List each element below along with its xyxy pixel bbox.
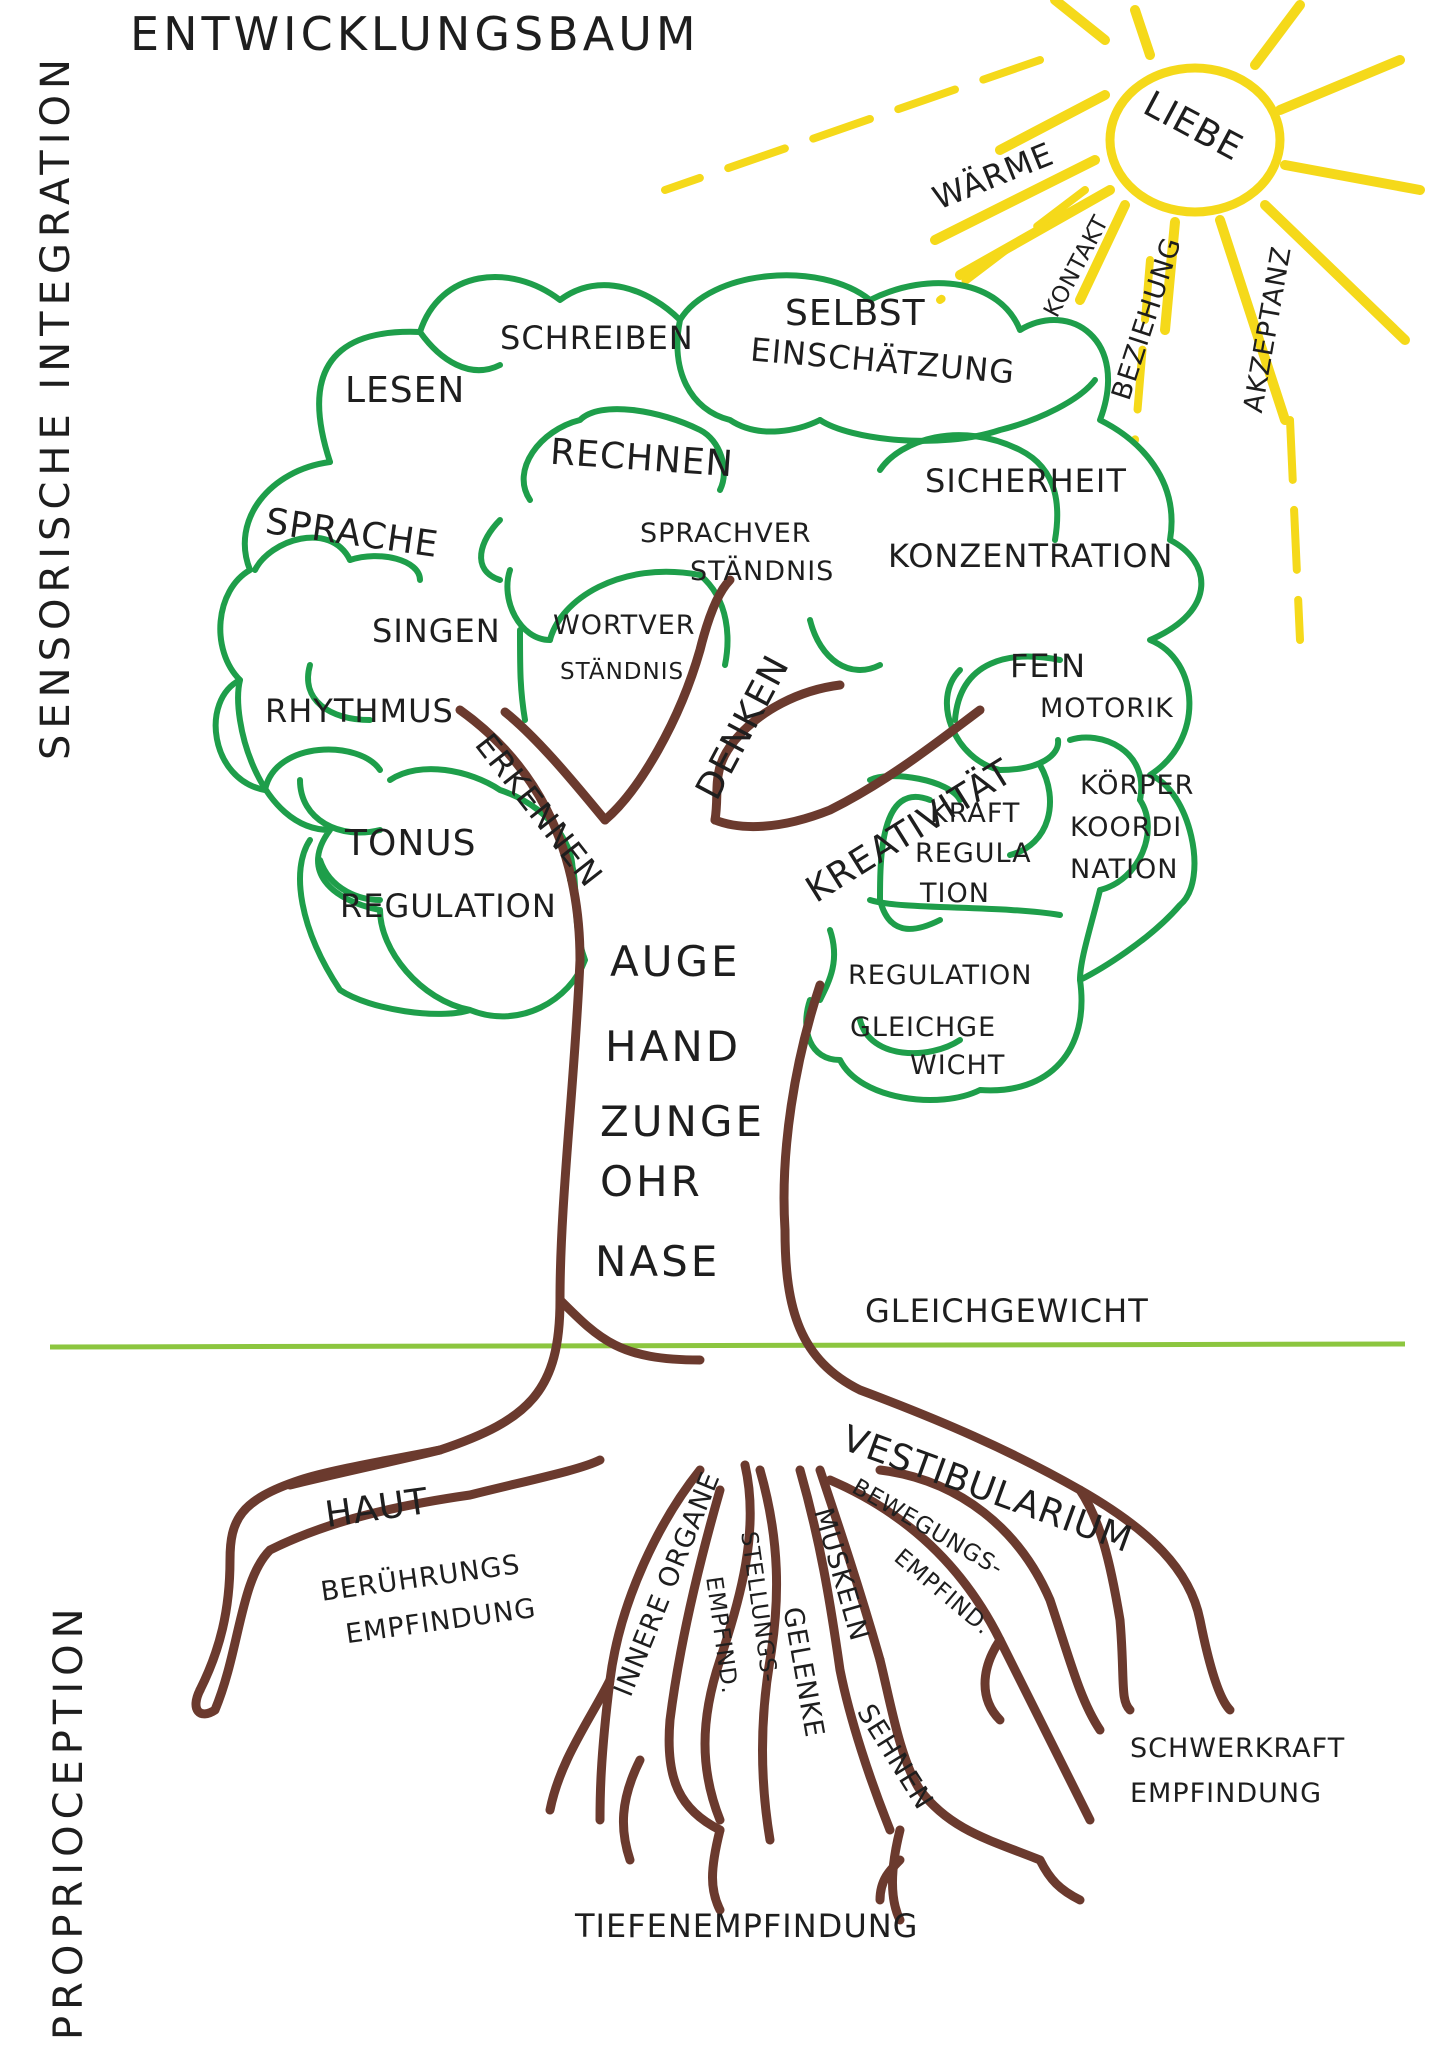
crown-label-regula: REGULA xyxy=(915,838,1032,869)
crown-label-selbst: SELBST xyxy=(785,293,926,334)
crown-label-wortver: WORTVER xyxy=(553,610,696,641)
side-label-sensory-integration: SENSORISCHE INTEGRATION xyxy=(33,53,79,760)
crown-label-tion: TION xyxy=(920,878,990,909)
sun-rays xyxy=(930,0,1425,425)
crown-label-singen: SINGEN xyxy=(372,612,501,650)
crown-label-regulation: REGULATION xyxy=(848,960,1033,991)
trunk-label-nase: NASE xyxy=(595,1237,721,1286)
ground-label-gleichgewicht: GLEICHGEWICHT xyxy=(865,1292,1149,1330)
diagram-title: ENTWICKLUNGSBAUM xyxy=(130,7,700,61)
crown-label-sicherheit: SICHERHEIT xyxy=(925,462,1127,500)
sun-dashed-rays xyxy=(661,56,1304,644)
tree-trunk xyxy=(191,575,1235,1925)
crown-label-wortver-staendnis: STÄNDNIS xyxy=(560,659,685,685)
crown-label-wicht: WICHT xyxy=(910,1050,1006,1081)
crown-label-koerper: KÖRPER xyxy=(1080,770,1195,801)
crown-label-lesen: LESEN xyxy=(345,370,466,411)
trunk-label-zunge: ZUNGE xyxy=(600,1097,766,1146)
crown-label-nation: NATION xyxy=(1070,854,1179,885)
crown-label-tonus-regulation: REGULATION xyxy=(340,887,557,925)
crown-label-kraft: KRAFT xyxy=(930,798,1021,829)
trunk-label-auge: AUGE xyxy=(610,937,741,986)
crown-label-tonus: TONUS xyxy=(345,823,477,864)
crown-label-konzentration: KONZENTRATION xyxy=(888,537,1174,575)
crown-label-staendnis: STÄNDNIS xyxy=(690,556,835,587)
tree-crown xyxy=(212,272,1205,1103)
crown-label-koordi: KOORDI xyxy=(1070,812,1183,843)
crown-label-gleichge: GLEICHGE xyxy=(850,1012,997,1043)
ground-line xyxy=(49,1341,1406,1350)
root-label-schwerkraft-empfindung: EMPFINDUNG xyxy=(1130,1778,1322,1809)
root-label-tiefenempfindung: TIEFENEMPFINDUNG xyxy=(575,1907,919,1945)
root-label-schwerkraft: SCHWERKRAFT xyxy=(1130,1733,1346,1764)
trunk-label-ohr: OHR xyxy=(600,1157,703,1206)
crown-label-rhythmus: RHYTHMUS xyxy=(265,692,454,730)
crown-label-sprachver: SPRACHVER xyxy=(640,518,812,549)
sun-disc xyxy=(1105,63,1285,217)
crown-label-fein: FEIN xyxy=(1010,647,1086,685)
side-label-proprioception: PROPRIOCEPTION xyxy=(46,1602,92,2040)
trunk-label-hand: HAND xyxy=(605,1022,742,1071)
crown-label-schreiben: SCHREIBEN xyxy=(500,319,694,357)
sun xyxy=(661,0,1425,644)
crown-label-motorik: MOTORIK xyxy=(1040,693,1174,724)
